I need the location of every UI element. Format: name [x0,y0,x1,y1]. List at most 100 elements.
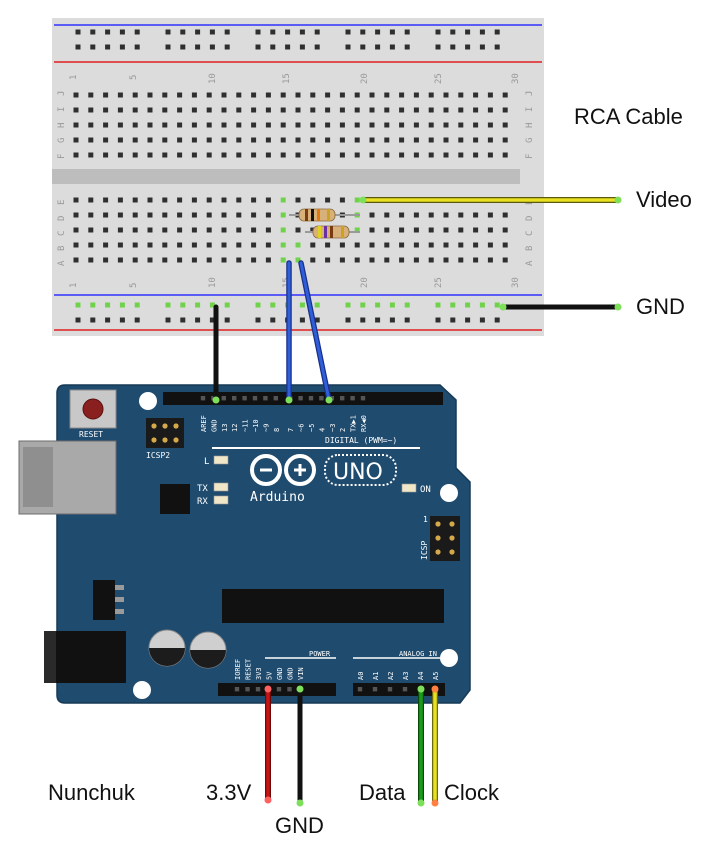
breadboard-hole [191,152,197,158]
rail-hole [255,302,261,308]
rail-hole [494,302,500,308]
breadboard-hole [310,122,316,128]
breadboard-hole [206,107,212,113]
breadboard-hole [325,197,331,203]
breadboard-hole [206,257,212,263]
rail-hole [195,302,201,308]
rail-hole [270,29,276,35]
breadboard-hole [487,137,493,143]
breadboard-hole [354,197,360,203]
breadboard-hole [88,197,94,203]
breadboard-hole [132,122,138,128]
breadboard-hole [295,257,301,263]
row-letter: G [525,138,535,143]
dc-power-jack [44,631,126,683]
digital-pin-label: TX▶1 [350,415,358,432]
rail-hole [465,302,471,308]
breadboard-hole [251,92,257,98]
breadboard-hole [399,122,405,128]
header-pin [340,396,345,401]
power-pin-label: VIN [297,667,305,680]
breadboard-hole [162,227,168,233]
breadboard-hole [265,152,271,158]
gnd-nunchuk-label: GND [275,813,324,838]
breadboard-hole [221,242,227,248]
breadboard-hole [354,257,360,263]
rail-hole [375,29,381,35]
breadboard-hole [310,152,316,158]
breadboard-hole [487,257,493,263]
rail-hole [360,29,366,35]
rail-hole [90,317,96,323]
breadboard-hole [458,137,464,143]
col-number: 5 [129,283,139,288]
header-pin [298,396,303,401]
breadboard-hole [117,242,123,248]
icsp2-label: ICSP2 [146,451,170,460]
breadboard: 1 5 10 15 20 25 30 1 5 10 15 20 25 30 J … [52,18,544,336]
header-pin [255,687,261,692]
rail-hole [360,302,366,308]
breadboard-hole [325,122,331,128]
breadboard-hole [399,92,405,98]
breadboard-hole [236,197,242,203]
breadboard-hole [103,92,109,98]
breadboard-hole [487,212,493,218]
rail-hole [119,302,125,308]
rail-hole [224,302,230,308]
breadboard-hole [473,227,479,233]
breadboard-hole [147,212,153,218]
rail-hole [389,302,395,308]
mount-hole [139,392,157,410]
rail-hole [314,317,320,323]
breadboard-hole [73,122,79,128]
breadboard-hole [280,122,286,128]
breadboard-hole [147,137,153,143]
breadboard-hole [325,242,331,248]
breadboard-hole [265,137,271,143]
breadboard-hole [162,257,168,263]
breadboard-hole [103,197,109,203]
breadboard-hole [251,107,257,113]
breadboard-hole [487,107,493,113]
digital-pin-label: ~3 [329,424,337,432]
rail-hole [314,29,320,35]
3v3-label: 3.3V [206,780,252,805]
rail-hole [450,44,456,50]
breadboard-hole [236,152,242,158]
breadboard-hole [369,92,375,98]
breadboard-hole [88,107,94,113]
breadboard-hole [369,137,375,143]
rail-hole [180,317,186,323]
rail-hole [209,44,215,50]
breadboard-hole [117,257,123,263]
breadboard-hole [103,227,109,233]
rail-hole [75,29,81,35]
breadboard-hole [117,212,123,218]
breadboard-hole [384,152,390,158]
rail-hole [404,302,410,308]
breadboard-hole [369,242,375,248]
rail-hole [465,44,471,50]
header-pin [252,396,258,401]
breadboard-hole [177,242,183,248]
digital-pin-label: ~9 [262,424,270,432]
breadboard-hole [369,107,375,113]
breadboard-hole [413,92,419,98]
digital-pin-label: 12 [231,424,239,432]
analog-label: ANALOG IN [399,650,437,658]
rail-hole [404,317,410,323]
rail-hole [345,29,351,35]
led-l-label: L [204,457,209,467]
header-pin [372,687,378,692]
breadboard-hole [473,257,479,263]
rail-hole [435,29,441,35]
mount-hole [440,484,458,502]
row-letter: H [57,123,67,128]
power-label: POWER [309,650,331,658]
row-letter: C [525,231,535,236]
breadboard-hole [384,242,390,248]
breadboard-hole [177,227,183,233]
breadboard-hole [458,122,464,128]
row-letter: B [525,246,535,251]
